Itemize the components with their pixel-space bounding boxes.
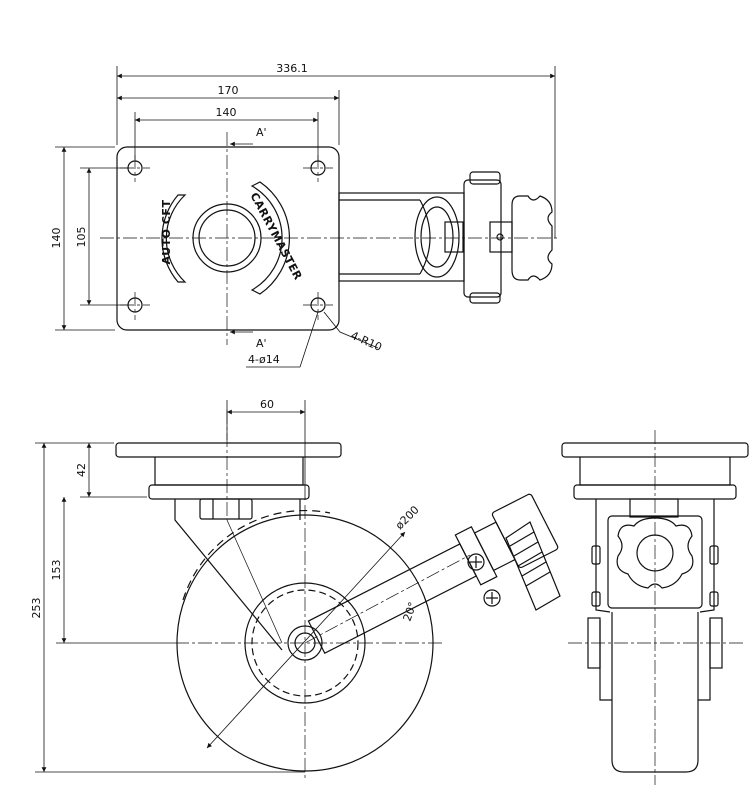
dim-hole-spacing-x: 140 bbox=[216, 106, 237, 119]
brake-arm-top bbox=[338, 171, 553, 304]
side-dimension-texts: 60 253 42 153 ø200 20° bbox=[30, 398, 422, 623]
dim-holes: 4-ø14 bbox=[248, 353, 280, 366]
logo-auto-cft: AUTO CFT bbox=[160, 200, 173, 265]
logo-right: CARRYMASTER bbox=[248, 190, 305, 282]
dim-plate-width: 170 bbox=[218, 84, 239, 97]
dim-overall-width: 336.1 bbox=[276, 62, 308, 75]
dim-angle: 20° bbox=[401, 600, 420, 623]
side-centerlines bbox=[175, 410, 471, 780]
logo-slot-right bbox=[250, 181, 291, 295]
dim-wheel-diameter: ø200 bbox=[393, 503, 422, 532]
side-top-plate bbox=[115, 442, 342, 458]
dim-axle-height: 153 bbox=[50, 560, 63, 581]
dim-plate-height: 140 bbox=[50, 228, 63, 249]
section-mark-bottom: A' bbox=[256, 337, 267, 350]
logo-left: AUTO CFT bbox=[160, 200, 173, 265]
mounting-plate bbox=[116, 146, 340, 331]
top-dimension-lines bbox=[55, 66, 556, 368]
logo-carrymaster: CARRYMASTER bbox=[248, 190, 305, 282]
top-dimension-texts: 336.1 170 140 140 105 A' A' 4-ø14 4-R10 bbox=[50, 62, 384, 366]
dim-hole-spacing-y: 105 bbox=[75, 227, 88, 248]
dim-offset: 60 bbox=[260, 398, 274, 411]
dim-mount-height: 42 bbox=[75, 463, 88, 477]
dim-total-height: 253 bbox=[30, 598, 43, 619]
front-view bbox=[561, 442, 749, 773]
star-knob-front bbox=[616, 517, 694, 589]
logo-slot-left bbox=[161, 194, 187, 283]
star-knob-side bbox=[467, 521, 561, 611]
bolt-holes bbox=[127, 160, 326, 313]
section-mark-top: A' bbox=[256, 126, 267, 139]
dim-corner-radius: 4-R10 bbox=[349, 329, 384, 354]
top-view bbox=[116, 146, 553, 331]
side-view bbox=[115, 442, 561, 772]
front-centerlines bbox=[568, 430, 745, 785]
side-dimension-lines bbox=[35, 400, 406, 773]
star-knob-top bbox=[511, 195, 553, 281]
brake-arm-side bbox=[307, 493, 559, 654]
